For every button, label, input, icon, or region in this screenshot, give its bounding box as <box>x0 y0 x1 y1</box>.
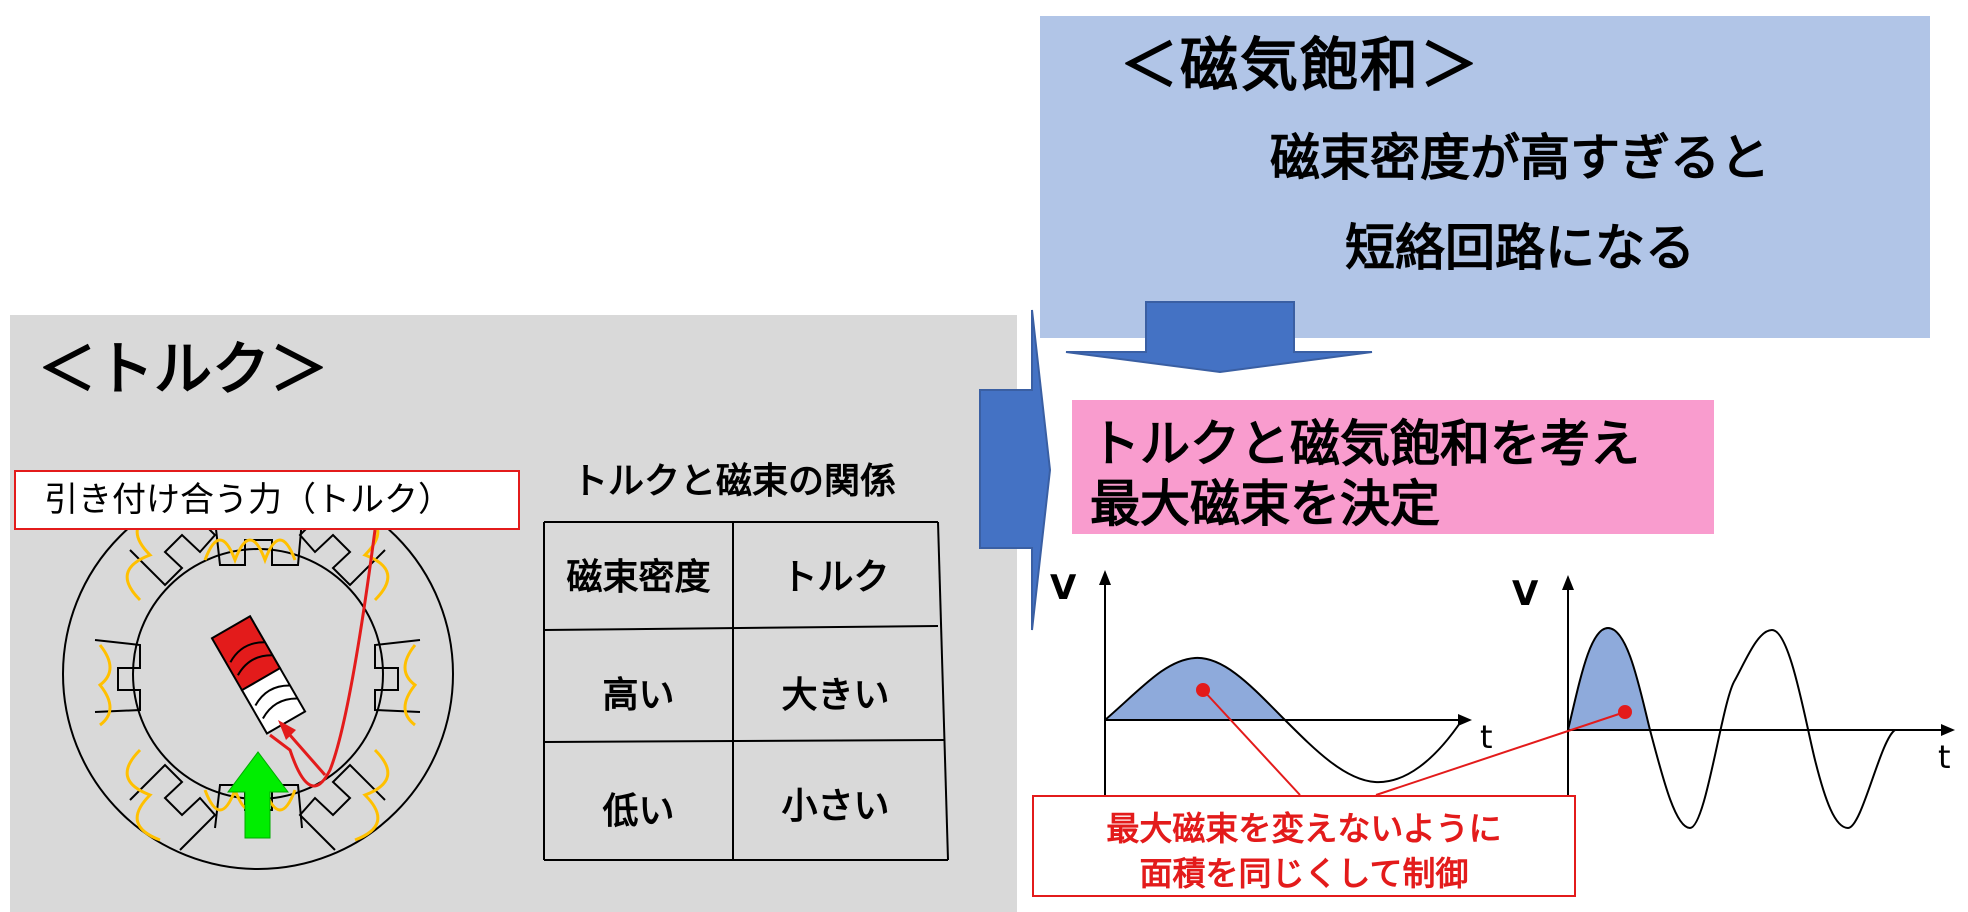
saturation-text-line1: 磁束密度が高すぎると <box>1270 129 1770 187</box>
force-label: 引き付け合う力（トルク） <box>14 470 520 530</box>
table-cell: 小さい <box>781 786 890 827</box>
right-graph-y-label: V <box>1512 574 1539 614</box>
saturation-title: ＜磁気飽和＞ <box>1120 31 1481 99</box>
result-text-line1: トルクと磁気飽和を考え <box>1090 415 1640 473</box>
left-graph-x-label: t <box>1480 718 1493 756</box>
force-arrow <box>227 751 289 839</box>
saturation-box <box>1040 16 1930 338</box>
left-waveform-graph <box>1099 570 1472 800</box>
saturation-text-line2: 短絡回路になる <box>1345 219 1695 277</box>
note-text-line1: 最大磁束を変えないように <box>1106 809 1502 848</box>
force-curve <box>269 529 377 788</box>
table-cell: 大きい <box>781 675 890 716</box>
right-arrow <box>979 309 1052 631</box>
note-box <box>1032 795 1576 897</box>
table-header-torque: トルク <box>781 557 890 598</box>
result-box <box>1072 400 1714 534</box>
note-text-line2: 面積を同じくして制御 <box>1139 854 1469 893</box>
right-graph-x-label: t <box>1938 738 1951 776</box>
table-cell: 低い <box>602 791 675 832</box>
right-waveform-graph <box>1562 575 1955 830</box>
motor-illustration <box>62 478 454 870</box>
left-area <box>1105 657 1285 720</box>
left-graph-y-label: V <box>1050 568 1077 608</box>
rotor-magnet <box>210 614 307 735</box>
relation-table-grid <box>543 521 949 861</box>
result-text-line2: 最大磁束を決定 <box>1090 475 1440 533</box>
table-cell: 高い <box>602 675 675 716</box>
torque-panel <box>10 315 1017 912</box>
table-header-flux: 磁束密度 <box>566 557 711 598</box>
table-caption: トルクと磁束の関係 <box>572 461 897 502</box>
relation-table: 磁束密度 トルク 高い 大きい 低い 小さい <box>544 522 948 860</box>
down-arrow <box>1065 301 1373 374</box>
torque-title: ＜トルク＞ <box>38 335 329 403</box>
note-pointers <box>1196 683 1632 796</box>
